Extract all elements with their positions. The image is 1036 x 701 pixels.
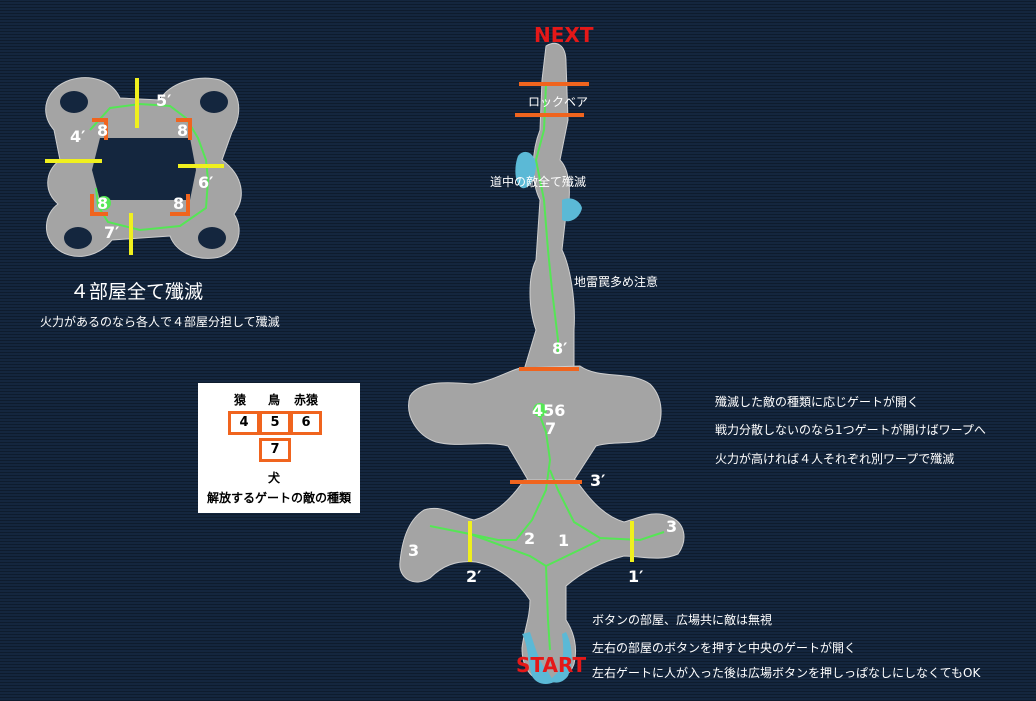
legend-cell-4: 4 (228, 411, 260, 435)
label-4prime: 4′ (70, 127, 85, 146)
note-hub-3: 火力が高ければ４人それぞれ別ワープで殲滅 (715, 451, 954, 466)
label-room-8: 8 (177, 121, 188, 140)
gate-orange-bracket (92, 118, 108, 140)
start-water (522, 632, 554, 684)
label-8prime: 8′ (552, 339, 567, 358)
label-7prime: 7′ (104, 223, 119, 242)
upper-four-room-area: 5′ 4′ 6′ 7′ 8 8 8 8 ４部屋全て殲滅 火力があるのなら各人で４… (40, 77, 280, 329)
legend-header-bird: 鳥 (268, 393, 281, 407)
route-start (545, 565, 551, 651)
start-water (550, 632, 572, 683)
route-lower (469, 533, 601, 568)
label-room-8: 8 (173, 194, 184, 213)
hub-room-floor (408, 365, 662, 481)
label-7: 7 (545, 419, 556, 438)
upper-hole (64, 227, 92, 249)
upper-hole (60, 91, 88, 113)
label-2prime: 2′ (466, 567, 481, 586)
legend-cell-5: 5 (259, 411, 291, 435)
water-pool (562, 198, 582, 222)
label-5prime: 5′ (156, 91, 171, 110)
label-room-8: 8 (97, 194, 108, 213)
label-456: 456 (532, 401, 565, 420)
note-start-3: 左右ゲートに人が入った後は広場ボタンを押しっぱなしにしなくてもOK (592, 665, 981, 680)
water-pool (515, 151, 536, 189)
legend-caption: 解放するゲートの敵の種類 (206, 491, 351, 505)
main-dungeon: 1 2 3 3 1′ 2′ 3′ 8′ 456 7 NEXT START ロック… (399, 23, 986, 684)
start-marker: START (516, 653, 586, 677)
upper-route (89, 102, 210, 232)
label-1prime: 1′ (628, 567, 643, 586)
route-hub (429, 415, 552, 541)
note-start-2: 左右の部屋のボタンを押すと中央のゲートが開く (592, 640, 856, 655)
note-corridor: 道中の敵全て殲滅 (490, 174, 586, 189)
legend-dog-label: 犬 (268, 471, 281, 485)
upper-area-note: 火力があるのなら各人で４部屋分担して殲滅 (40, 314, 280, 329)
note-hub-2: 戦力分散しないのなら1つゲートが開けばワープへ (715, 422, 986, 437)
gate-enemy-legend: 猿 鳥 赤猿 4 5 6 7 犬 解放するゲートの敵の種類 (198, 383, 360, 513)
legend-cell-7: 7 (259, 438, 291, 462)
upper-area-title: ４部屋全て殲滅 (70, 281, 203, 303)
note-start-1: ボタンの部屋、広場共に敵は無視 (592, 612, 772, 627)
label-button-2: 2 (524, 529, 535, 548)
label-button-3-left: 3 (408, 541, 419, 560)
legend-header-monkey: 猿 (234, 393, 247, 407)
gate-orange-bracket (90, 194, 108, 216)
legend-cell-6: 6 (290, 411, 322, 435)
upper-hole (198, 227, 226, 249)
label-button-3-right: 3 (666, 517, 677, 536)
label-room-8: 8 (97, 121, 108, 140)
gate-orange-bracket (176, 118, 192, 140)
route-north (534, 83, 559, 354)
upper-hole (200, 91, 228, 113)
note-boss: ロックベア (528, 95, 588, 109)
north-corridor-floor (523, 42, 575, 371)
label-3prime: 3′ (590, 471, 605, 490)
upper-start-point (97, 196, 111, 210)
label-button-1: 1 (558, 531, 569, 550)
hub-point (533, 403, 547, 417)
gate-orange-bracket (170, 194, 190, 216)
note-hub-1: 殲滅した敵の種類に応じゲートが開く (715, 394, 919, 409)
upper-center-void (92, 138, 196, 200)
route-hub (549, 469, 665, 542)
next-marker: NEXT (534, 23, 594, 47)
legend-header-red-monkey: 赤猿 (294, 393, 319, 407)
label-6prime: 6′ (198, 173, 213, 192)
note-traps: 地雷罠多め注意 (574, 274, 658, 289)
